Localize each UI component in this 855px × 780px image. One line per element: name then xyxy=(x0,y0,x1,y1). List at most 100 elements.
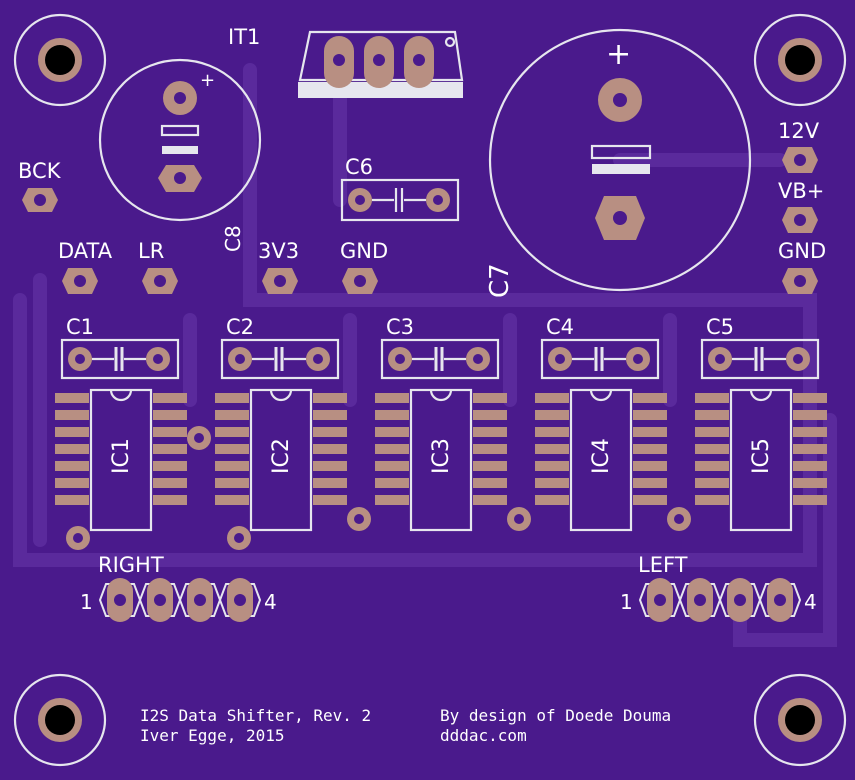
smd-pad xyxy=(215,427,249,437)
c5-label: C5 xyxy=(706,315,734,339)
mounting-hole-bottom-left xyxy=(13,673,107,767)
capacitor-c7: + C7 xyxy=(485,28,752,298)
header-right: RIGHT 1 4 xyxy=(80,553,277,622)
mounting-hole-top-right xyxy=(753,13,847,107)
c7-plus-label: + xyxy=(606,37,631,72)
c8-plus-label: + xyxy=(200,70,215,91)
smd-pad xyxy=(55,427,89,437)
ic5-label: IC5 xyxy=(749,438,774,474)
capacitor-c5 xyxy=(700,338,820,380)
smd-pad xyxy=(153,410,187,420)
credit-line2: dddac.com xyxy=(440,726,527,745)
mounting-hole-bottom-right xyxy=(753,673,847,767)
smd-pad xyxy=(535,461,569,471)
smd-pad xyxy=(633,427,667,437)
smd-pad xyxy=(695,427,729,437)
smd-pad xyxy=(313,410,347,420)
regulator-it1: IT1 xyxy=(228,25,464,98)
c1-label: C1 xyxy=(66,315,94,339)
smd-pad xyxy=(473,478,507,488)
3v3-label: 3V3 xyxy=(258,239,299,263)
smd-pad xyxy=(473,495,507,505)
smd-pad xyxy=(215,444,249,454)
ic2-package xyxy=(215,388,347,532)
ic3-label: IC3 xyxy=(429,438,454,474)
header-pin xyxy=(138,578,182,622)
board-title-line2: Iver Egge, 2015 xyxy=(140,726,285,745)
via xyxy=(66,526,90,550)
smd-pad xyxy=(535,444,569,454)
smd-pad xyxy=(695,495,729,505)
smd-pad xyxy=(215,461,249,471)
smd-pad xyxy=(793,410,827,420)
smd-pad xyxy=(535,495,569,505)
via xyxy=(667,507,691,531)
board-title-line1: I2S Data Shifter, Rev. 2 xyxy=(140,706,371,725)
smd-pad xyxy=(153,393,187,403)
gnd-left-label: GND xyxy=(340,239,388,263)
smd-pad xyxy=(375,495,409,505)
smd-pad xyxy=(535,427,569,437)
credit-line1: By design of Doede Douma xyxy=(440,706,671,725)
smd-pad xyxy=(55,461,89,471)
via xyxy=(187,426,211,450)
left-label: LEFT xyxy=(638,553,688,577)
pad-3v3: 3V3 xyxy=(258,239,299,294)
smd-pad xyxy=(633,444,667,454)
smd-pad xyxy=(633,478,667,488)
via xyxy=(227,526,251,550)
vb-plus-label: VB+ xyxy=(778,179,824,203)
smd-pad xyxy=(153,495,187,505)
smd-pad xyxy=(473,427,507,437)
smd-pad xyxy=(793,461,827,471)
smd-pad xyxy=(55,495,89,505)
pad-gnd-left: GND xyxy=(340,239,388,294)
capacitor-c6: C6 xyxy=(340,155,460,222)
capacitor-c4 xyxy=(540,338,660,380)
smd-pad xyxy=(695,410,729,420)
smd-pad xyxy=(473,410,507,420)
smd-pad xyxy=(375,427,409,437)
ic-packages xyxy=(55,388,827,532)
pad-data: DATA xyxy=(58,239,113,294)
pad-vb-plus: VB+ xyxy=(778,179,824,233)
right-pin1-label: 1 xyxy=(80,590,93,614)
ic1-label: IC1 xyxy=(109,438,134,474)
smd-pad xyxy=(55,393,89,403)
smd-pad xyxy=(535,393,569,403)
smd-pad xyxy=(473,444,507,454)
smd-pad xyxy=(55,478,89,488)
c7-label: C7 xyxy=(485,263,515,298)
smd-pad xyxy=(695,478,729,488)
smd-pad xyxy=(215,410,249,420)
right-label: RIGHT xyxy=(98,553,164,577)
12v-label: 12V xyxy=(778,119,820,143)
smd-pad xyxy=(153,478,187,488)
smd-pad xyxy=(695,461,729,471)
header-pin xyxy=(638,578,682,622)
header-pin xyxy=(98,578,142,622)
smd-pad xyxy=(633,410,667,420)
smd-pad xyxy=(313,478,347,488)
via xyxy=(507,507,531,531)
header-pin xyxy=(678,578,722,622)
smd-pad xyxy=(313,427,347,437)
ic2-label: IC2 xyxy=(269,438,294,474)
pad-lr: LR xyxy=(138,239,178,294)
smd-pad xyxy=(153,461,187,471)
header-pin xyxy=(218,578,262,622)
smd-pad xyxy=(633,461,667,471)
smd-pad xyxy=(633,495,667,505)
header-left: LEFT 1 4 xyxy=(620,553,817,622)
smd-pad xyxy=(375,393,409,403)
gnd-right-label: GND xyxy=(778,239,826,263)
smd-pad xyxy=(793,478,827,488)
smd-pad xyxy=(473,461,507,471)
left-pin1-label: 1 xyxy=(620,590,633,614)
smd-pad xyxy=(313,444,347,454)
smd-pad xyxy=(375,410,409,420)
c8-label: C8 xyxy=(221,225,245,252)
decoupling-caps xyxy=(60,338,820,380)
capacitor-c2 xyxy=(220,338,340,380)
